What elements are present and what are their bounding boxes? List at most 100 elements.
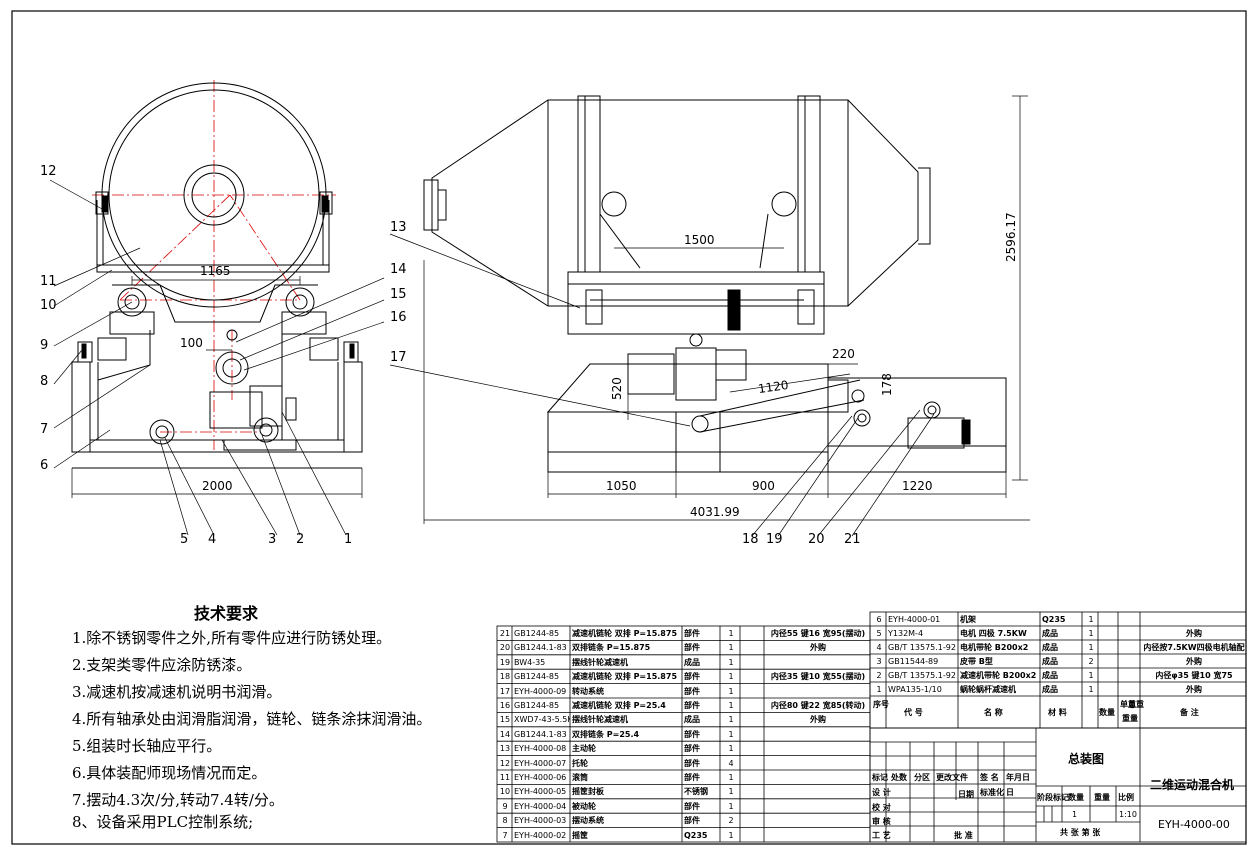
callout-5: 5: [180, 532, 189, 547]
bom-left-type: 部件: [684, 801, 700, 811]
bom-left-name: 双排链条 P=15.875: [572, 643, 651, 653]
bom-left-no: 19: [499, 657, 511, 667]
bom-left-qty: 1: [728, 643, 734, 653]
standard-label: 标准化: [980, 788, 1004, 797]
bom-right-qty: 2: [1088, 657, 1094, 666]
tech-line-3: 3.减速机按减速机说明书润滑。: [72, 683, 282, 701]
bom-left-qty: 1: [728, 744, 734, 754]
bom-left-code: GB1244-85: [514, 672, 560, 682]
bom-left-type: 不锈钢: [684, 787, 708, 797]
bom-left-type: 部件: [684, 744, 700, 754]
bom-left-code: GB1244-85: [514, 701, 560, 710]
dim-178: 178: [880, 373, 894, 396]
dim-4031: 4031.99: [690, 505, 740, 519]
bom-right-type: 成品: [1042, 685, 1058, 694]
bom-right-qty: 1: [1088, 615, 1094, 624]
bom-left-qty: 1: [728, 629, 734, 638]
design-label: 设 计: [872, 788, 891, 797]
bom-left-code: GB1244.1-83: [514, 643, 567, 653]
bom-left-code: EYH-4000-03: [514, 816, 567, 826]
bom-left-name: 摆动系统: [572, 816, 604, 826]
drum-inner: [108, 89, 320, 301]
bom-left-no: 9: [502, 801, 508, 811]
craft-label: 工 艺: [872, 831, 891, 840]
drum-hub: [183, 164, 245, 226]
dim-900: 900: [752, 479, 775, 493]
leader-lines-right: [389, 233, 935, 537]
callout-9: 9: [40, 338, 49, 353]
bom-left-qty: 1: [728, 672, 734, 682]
bom-left-qty: 4: [728, 758, 734, 768]
side-view: [49, 80, 385, 536]
bom-right-note: 外购: [1186, 685, 1202, 694]
bom-right-code: GB/T 13575.1-92: [888, 643, 956, 652]
callout-13: 13: [390, 220, 407, 235]
bom-left-type: 部件: [684, 816, 700, 826]
bom-left-code: XWD7-43-5.5KW: [514, 715, 570, 725]
callout-14: 14: [390, 262, 407, 277]
stage-label: 阶段标记: [1037, 793, 1069, 802]
tech-line-5: 5.组装时长轴应平行。: [72, 737, 222, 755]
bom-right-no: 5: [876, 629, 882, 638]
hdr-qty: 数量: [1099, 708, 1115, 717]
callout-20: 20: [808, 532, 825, 547]
callout-15: 15: [390, 287, 407, 302]
bom-left-name: 摇筐封板: [572, 787, 604, 797]
bom-left-qty: 1: [728, 657, 734, 667]
bom-left-type: 部件: [684, 686, 700, 696]
bom-right-type: 成品: [1042, 643, 1058, 652]
rev-doc: 更改文件: [936, 773, 968, 782]
bom-left-type: 成品: [684, 657, 700, 667]
dim-1165: 1165: [200, 264, 231, 278]
bom-right-type: 成品: [1042, 671, 1058, 680]
bom-left-qty: 1: [728, 729, 734, 739]
bom-left-name: 减速机链轮 双排 P=15.875: [572, 629, 678, 638]
bom-right-name: 电机带轮 B200x2: [960, 643, 1029, 652]
weight-label: 重量: [1094, 793, 1110, 802]
bom-left-no: 18: [499, 672, 511, 682]
scale-label: 比例: [1118, 793, 1134, 802]
bom-left-qty: 2: [728, 816, 734, 826]
bom-left-qty: 1: [728, 787, 734, 797]
sheet-border: [11, 10, 1247, 845]
bom-left-name: 双排链条 P=25.4: [572, 729, 640, 739]
bom-left-no: 13: [499, 744, 511, 754]
bom-left-name: 摇筐: [572, 830, 588, 840]
bom-left-type: 部件: [684, 629, 700, 638]
bom-right-qty: 1: [1088, 685, 1094, 694]
callout-10: 10: [40, 298, 57, 313]
bom-right-name: 蜗轮蜗杆减速机: [960, 685, 1016, 694]
bom-right-no: 6: [876, 615, 882, 624]
bom-right-no: 4: [876, 643, 882, 652]
bom-left-no: 11: [499, 773, 511, 782]
bom-left-name: 转动系统: [572, 686, 604, 696]
hdr-unit-weight: 单重: [1120, 700, 1136, 709]
bom-left-no: 17: [499, 686, 511, 696]
bom-right-name: 减速机带轮 B200x2: [960, 671, 1037, 680]
bom-left-code: EYH-4000-04: [514, 801, 567, 811]
dim-220: 220: [832, 347, 855, 361]
bom-left-qty: 1: [728, 801, 734, 811]
bom-left-code: GB1244-85: [514, 629, 560, 638]
bom-left-name: 摆线针轮减速机: [572, 715, 628, 725]
bom-right-note: 外购: [1186, 629, 1202, 638]
bom-right-type: 成品: [1042, 629, 1058, 638]
approve-label: 批 准: [954, 831, 973, 840]
bom-right-note: 内径φ35 键10 宽75: [1155, 671, 1233, 680]
tech-title: 技术要求: [194, 604, 259, 623]
tech-line-1: 1.除不锈钢零件之外,所有零件应进行防锈处理。: [72, 629, 392, 647]
dim-1500: 1500: [684, 233, 715, 247]
tech-line-8: 8、设备采用PLC控制系统;: [72, 813, 254, 831]
product-name: 二维运动混合机: [1150, 778, 1235, 792]
bom-left-name: 减速机链轮 双排 P=25.4: [572, 701, 666, 710]
callout-19: 19: [766, 532, 783, 547]
rev-sign: 签 名: [980, 773, 999, 782]
bom-left-name: 摆线针轮减速机: [572, 657, 628, 667]
callout-7: 7: [40, 422, 49, 437]
bom-left-note: 外购: [810, 643, 826, 653]
callout-3: 3: [268, 532, 277, 547]
bom-right-no: 1: [876, 685, 882, 694]
bom-left-code: EYH-4000-02: [514, 830, 567, 840]
bom-left-name: 主动轮: [572, 744, 596, 754]
bom-left-type: 部件: [684, 773, 700, 782]
